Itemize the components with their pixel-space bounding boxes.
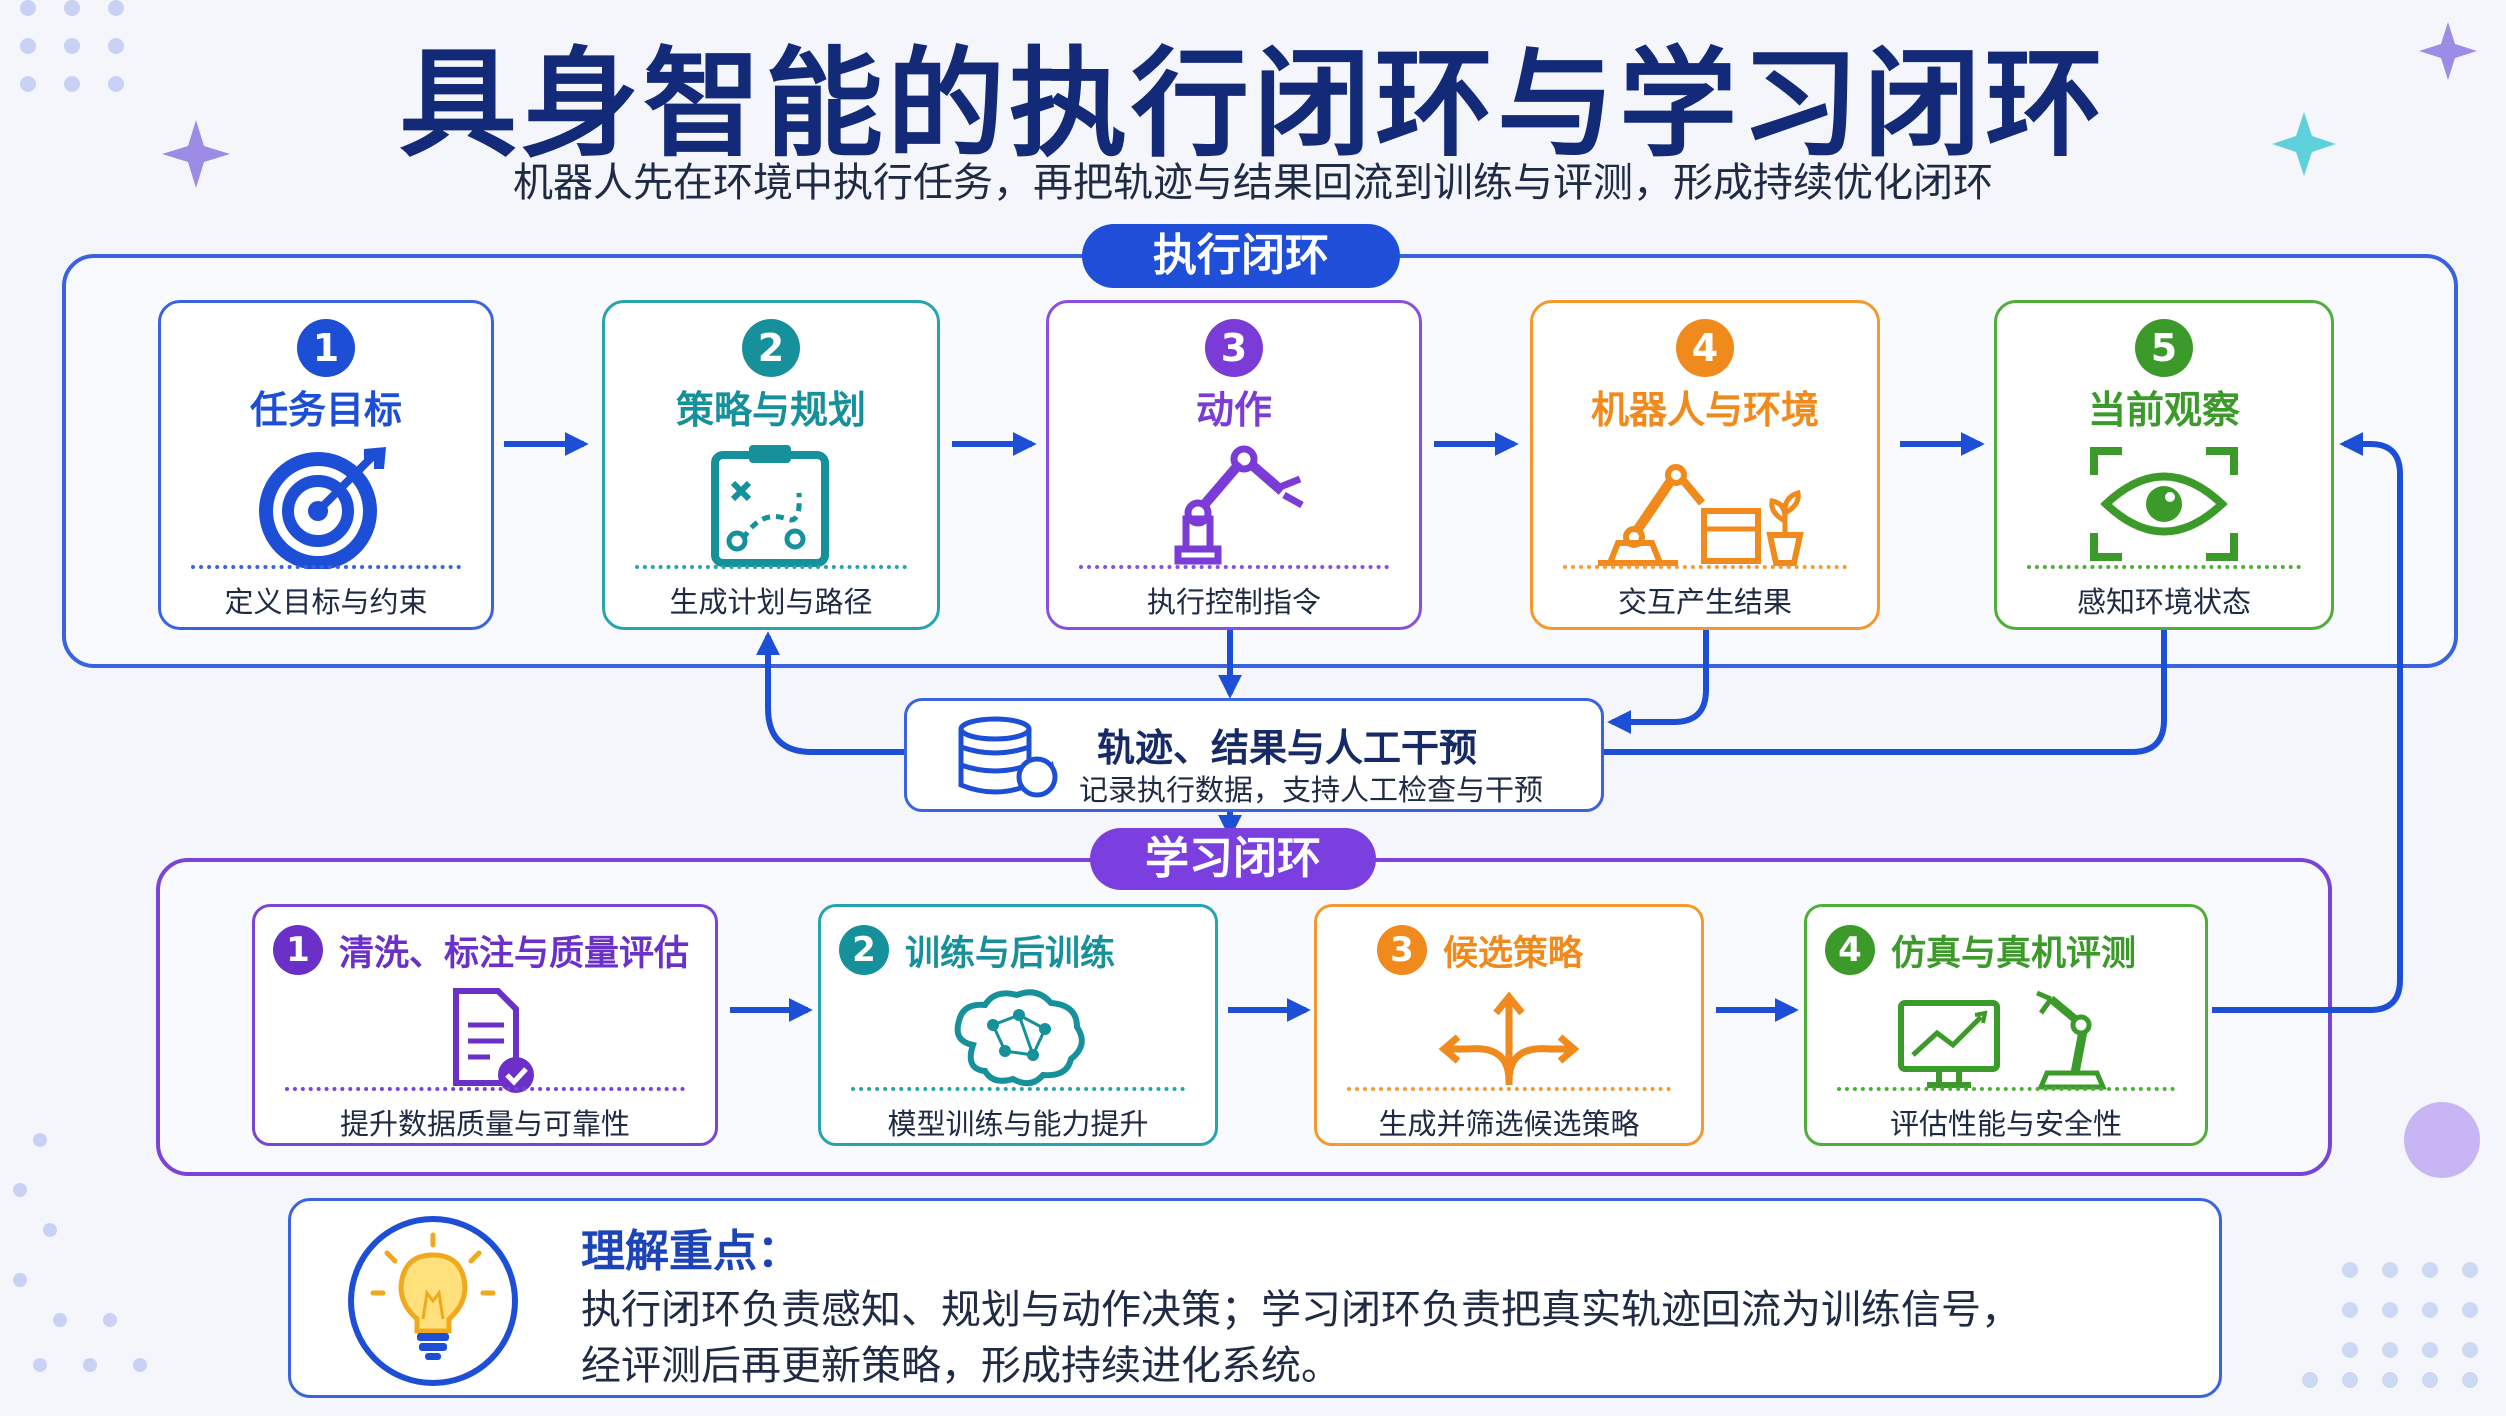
learn-card-evaluation: 4 仿真与真机评测 评估性能与安全性 — [1804, 904, 2208, 1146]
monitor-robot-icon — [1898, 990, 2107, 1090]
step-title: 机器人与环境 — [1590, 388, 1819, 432]
document-check-icon — [453, 988, 534, 1093]
target-icon — [259, 447, 386, 569]
step-number: 2 — [742, 319, 800, 377]
step-description: 提升数据质量与可靠性 — [339, 1107, 630, 1141]
feedback-box: 轨迹、结果与人工干预 记录执行数据，支持人工检查与干预 — [904, 698, 1604, 812]
step-description: 评估性能与安全性 — [1889, 1107, 2122, 1141]
divider — [191, 565, 461, 569]
exec-card-robot-environment: 4 机器人与环境 交互产生结果 — [1530, 300, 1880, 630]
divider — [1837, 1087, 2175, 1091]
step-title: 仿真与真机评测 — [1891, 933, 2137, 974]
step-number: 5 — [2135, 319, 2193, 377]
step-title: 当前观察 — [2087, 388, 2240, 432]
step-number: 1 — [273, 925, 323, 975]
exec-card-action: 3 动作 执行控制指令 — [1046, 300, 1422, 630]
step-number: 1 — [297, 319, 355, 377]
feedback-title: 轨迹、结果与人工干预 — [1097, 726, 1478, 770]
step-number: 3 — [1205, 319, 1263, 377]
step-number: 4 — [1676, 319, 1734, 377]
divider — [1347, 1087, 1671, 1091]
step-title: 任务目标 — [249, 388, 402, 432]
step-title: 动作 — [1195, 388, 1272, 432]
step-description: 模型训练与能力提升 — [887, 1107, 1149, 1141]
step-description: 执行控制指令 — [1146, 585, 1321, 619]
strategy-board-icon — [711, 445, 829, 567]
arrow-environment-to-feedback — [1607, 630, 1709, 734]
step-description: 生成并筛选候选策略 — [1378, 1107, 1640, 1141]
divider — [1563, 565, 1847, 569]
brain-network-icon — [954, 989, 1085, 1087]
page-title: 具身智能的执行闭环与学习闭环 — [398, 35, 2107, 173]
learn-card-candidate-policy: 3 候选策略 生成并筛选候选策略 — [1314, 904, 1704, 1146]
step-description: 交互产生结果 — [1617, 585, 1792, 619]
divider — [635, 565, 907, 569]
step-title: 候选策略 — [1443, 933, 1584, 974]
step-number: 4 — [1825, 925, 1875, 975]
learn-card-data-cleaning: 1 清洗、标注与质量评估 提升数据质量与可靠性 — [252, 904, 718, 1146]
learning-loop-label: 学习闭环 — [1090, 828, 1376, 890]
step-number: 2 — [839, 925, 889, 975]
step-title: 训练与后训练 — [905, 933, 1116, 974]
step-description: 定义目标与约束 — [224, 585, 428, 619]
learn-card-training: 2 训练与后训练 模型训练与能力提升 — [818, 904, 1218, 1146]
divider — [2027, 565, 2301, 569]
step-number: 3 — [1377, 925, 1427, 975]
step-description: 感知环境状态 — [2076, 585, 2251, 619]
divider — [285, 1087, 685, 1091]
database-icon — [958, 716, 1058, 798]
exec-card-strategy: 2 策略与规划 生成计划与路径 — [602, 300, 940, 630]
page-subtitle: 机器人先在环境中执行任务，再把轨迹与结果回流到训练与评测，形成持续优化闭环 — [513, 160, 1993, 206]
execution-loop-label: 执行闭环 — [1082, 224, 1400, 288]
key-points-box: 理解重点： 执行闭环负责感知、规划与动作决策；学习闭环负责把真实轨迹回流为训练信… — [288, 1198, 2222, 1398]
feedback-description: 记录执行数据，支持人工检查与干预 — [1079, 773, 1544, 807]
step-title: 策略与规划 — [675, 388, 866, 432]
key-points-title: 理解重点： — [581, 1226, 801, 1277]
exec-card-task-goal: 1 任务目标 定义目标与约束 — [158, 300, 494, 630]
key-points-line-2: 经评测后再更新策略，形成持续进化系统。 — [581, 1343, 1341, 1389]
arrow-observation-to-feedback — [1604, 630, 2167, 755]
lightbulb-icon — [348, 1216, 518, 1386]
robot-environment-icon — [1598, 464, 1804, 566]
exec-card-observation: 5 当前观察 感知环境状态 — [1994, 300, 2334, 630]
arrow-feedback-to-strategy — [756, 631, 904, 755]
branch-arrows-icon — [1438, 991, 1580, 1085]
step-title: 清洗、标注与质量评估 — [339, 933, 690, 974]
eye-icon — [2090, 447, 2238, 561]
key-points-line-1: 执行闭环负责感知、规划与动作决策；学习闭环负责把真实轨迹回流为训练信号， — [581, 1287, 2021, 1333]
step-description: 生成计划与路径 — [669, 585, 873, 619]
divider — [851, 1087, 1185, 1091]
robot-arm-icon — [1174, 445, 1304, 565]
divider — [1079, 565, 1389, 569]
arrow-evaluation-to-observation — [2212, 432, 2403, 1013]
